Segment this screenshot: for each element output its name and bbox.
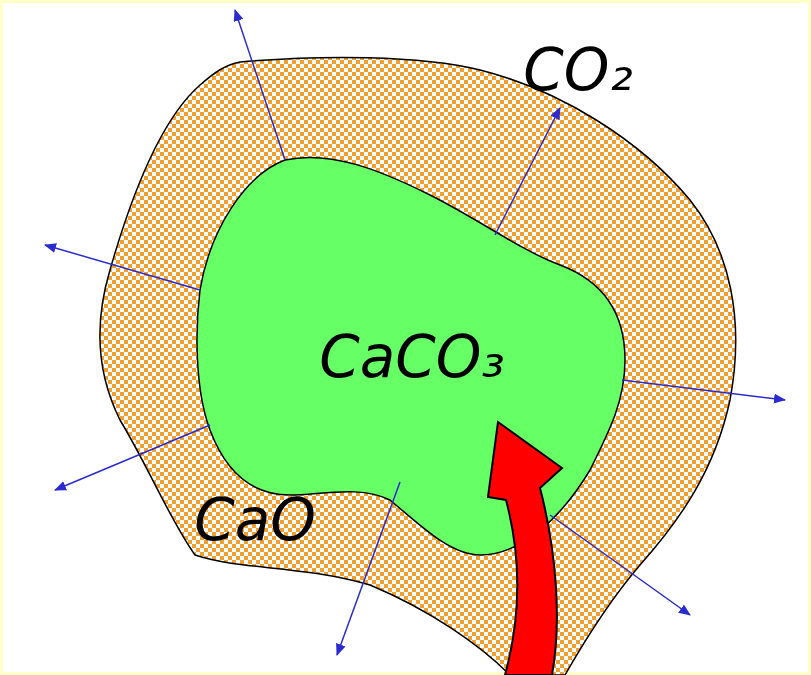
gas-label: CO₂ (523, 41, 632, 99)
chemical-formula: CO₂ (523, 41, 632, 99)
reactant-core-shape (197, 157, 625, 555)
co2-arrow (55, 425, 210, 490)
co2-arrow (550, 515, 690, 615)
chemical-formula: CaCO₃ (319, 328, 504, 386)
co2-arrow (45, 245, 200, 290)
product-shell: CaO CaCO₃ (95, 50, 750, 675)
heat-arrow (488, 422, 562, 675)
chemical-formula: CaO (194, 491, 316, 549)
co2-arrow (495, 108, 560, 235)
co2-arrow (337, 482, 400, 655)
co2-arrow (622, 380, 785, 400)
co2-arrow (235, 10, 285, 160)
gas-arrows (45, 10, 785, 655)
product-shell-shape (100, 57, 736, 675)
